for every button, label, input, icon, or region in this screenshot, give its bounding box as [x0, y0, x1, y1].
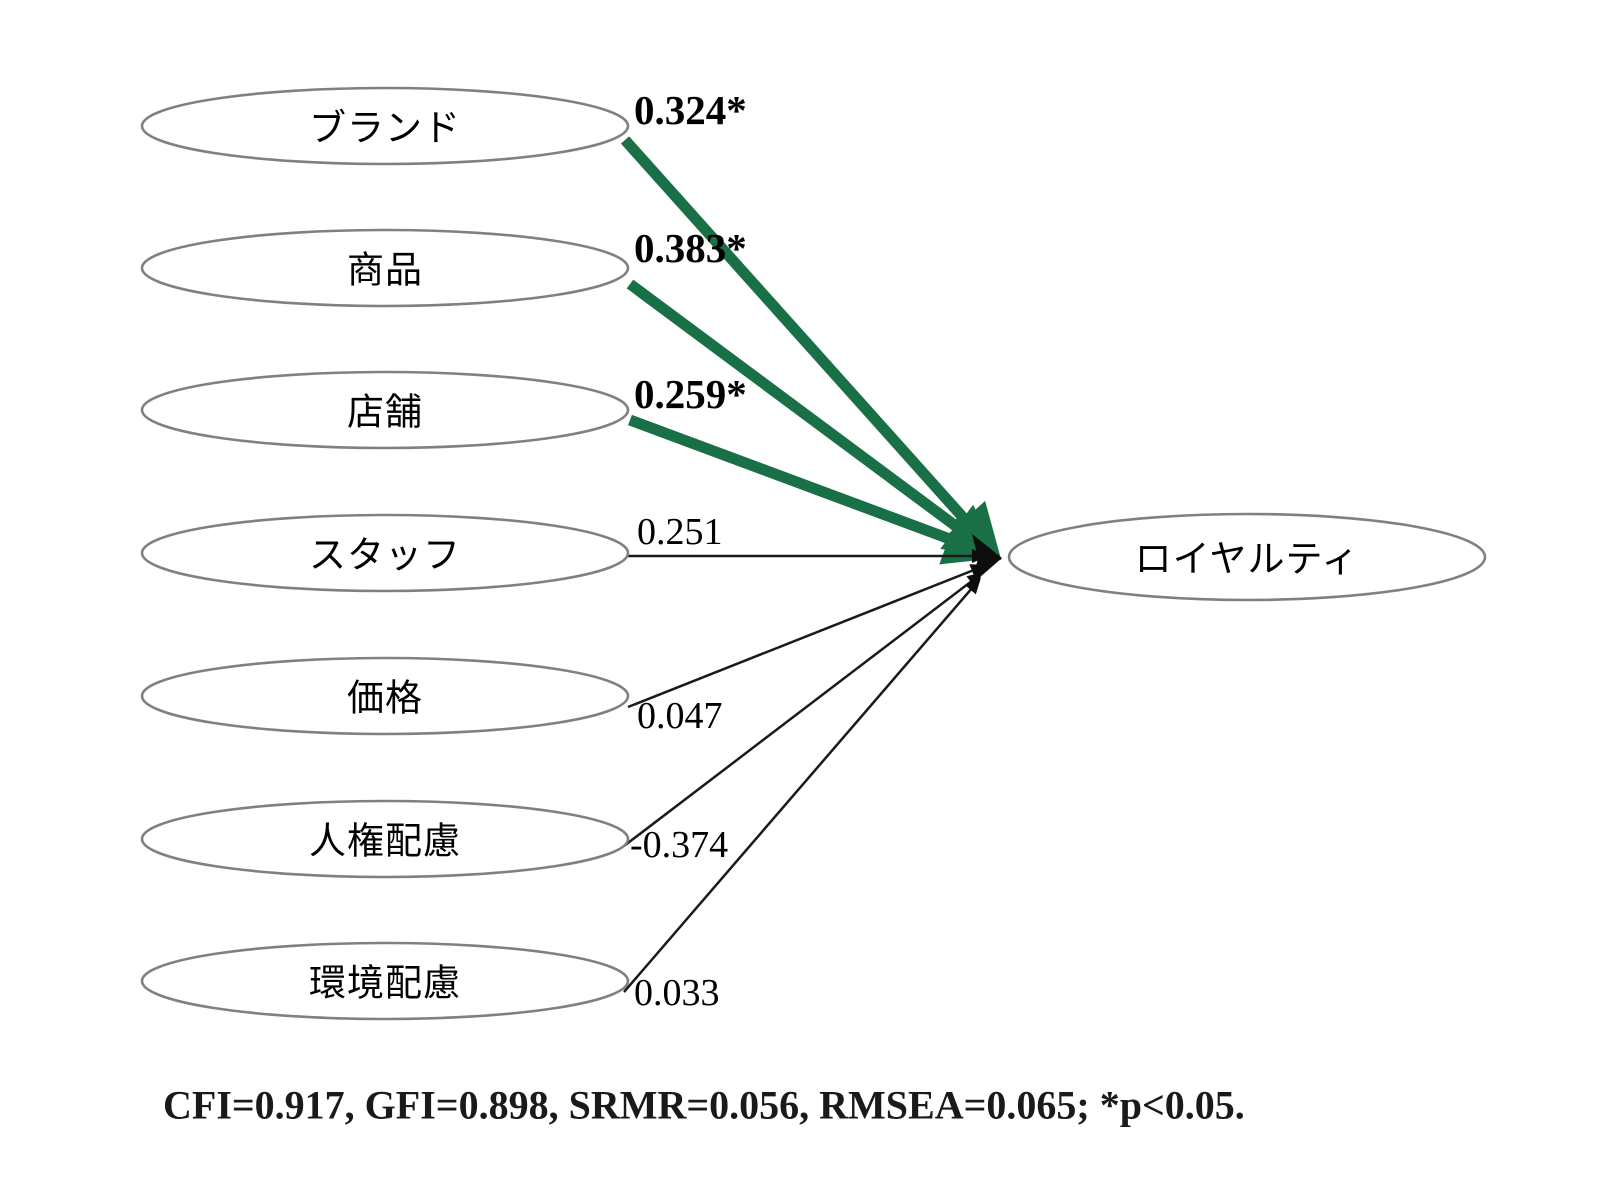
coef-label-staff: 0.251 — [637, 511, 723, 553]
node-loyalty[interactable]: ロイヤルティ — [1007, 512, 1487, 602]
path-line-environment — [623, 577, 981, 993]
node-store[interactable]: 店舗 — [140, 370, 630, 450]
node-label-environment: 環境配慮 — [309, 962, 461, 1005]
coef-label-store: 0.259* — [634, 371, 747, 417]
fit-indices-caption: CFI=0.917, GFI=0.898, SRMR=0.056, RMSEA=… — [163, 1083, 1245, 1128]
node-label-product: 商品 — [347, 249, 423, 292]
node-ellipse — [1007, 512, 1487, 602]
node-ellipse — [140, 799, 630, 879]
coef-label-price: 0.047 — [637, 695, 723, 737]
node-label-brand: ブランド — [309, 107, 461, 150]
node-ellipse — [140, 656, 630, 736]
coef-label-brand: 0.324* — [634, 87, 747, 133]
node-label-human-right: 人権配慮 — [309, 820, 461, 863]
coef-label-product: 0.383* — [634, 225, 747, 271]
node-label-loyalty: ロイヤルティ — [1135, 538, 1360, 581]
arrowhead-convergence — [972, 534, 1002, 584]
node-brand[interactable]: ブランド — [140, 86, 630, 166]
node-ellipse — [140, 513, 630, 593]
node-product[interactable]: 商品 — [140, 228, 630, 308]
node-label-store: 店舗 — [347, 391, 423, 434]
path-line-store — [628, 414, 1001, 565]
node-ellipse — [140, 941, 630, 1021]
node-environment[interactable]: 環境配慮 — [140, 941, 630, 1021]
path-line-product — [626, 279, 1001, 560]
node-ellipse — [140, 228, 630, 308]
node-price[interactable]: 価格 — [140, 656, 630, 736]
path-line-brand — [620, 136, 1002, 561]
coef-label-human-right: -0.374 — [630, 824, 728, 866]
node-label-staff: スタッフ — [309, 534, 461, 577]
node-human-right[interactable]: 人権配慮 — [140, 799, 630, 879]
coef-label-environment: 0.033 — [634, 972, 720, 1014]
node-ellipse — [140, 86, 630, 166]
path-line-price — [627, 564, 987, 709]
path-line-human-right — [623, 572, 984, 847]
node-label-price: 価格 — [347, 677, 423, 720]
node-ellipse — [140, 370, 630, 450]
node-staff[interactable]: スタッフ — [140, 513, 630, 593]
